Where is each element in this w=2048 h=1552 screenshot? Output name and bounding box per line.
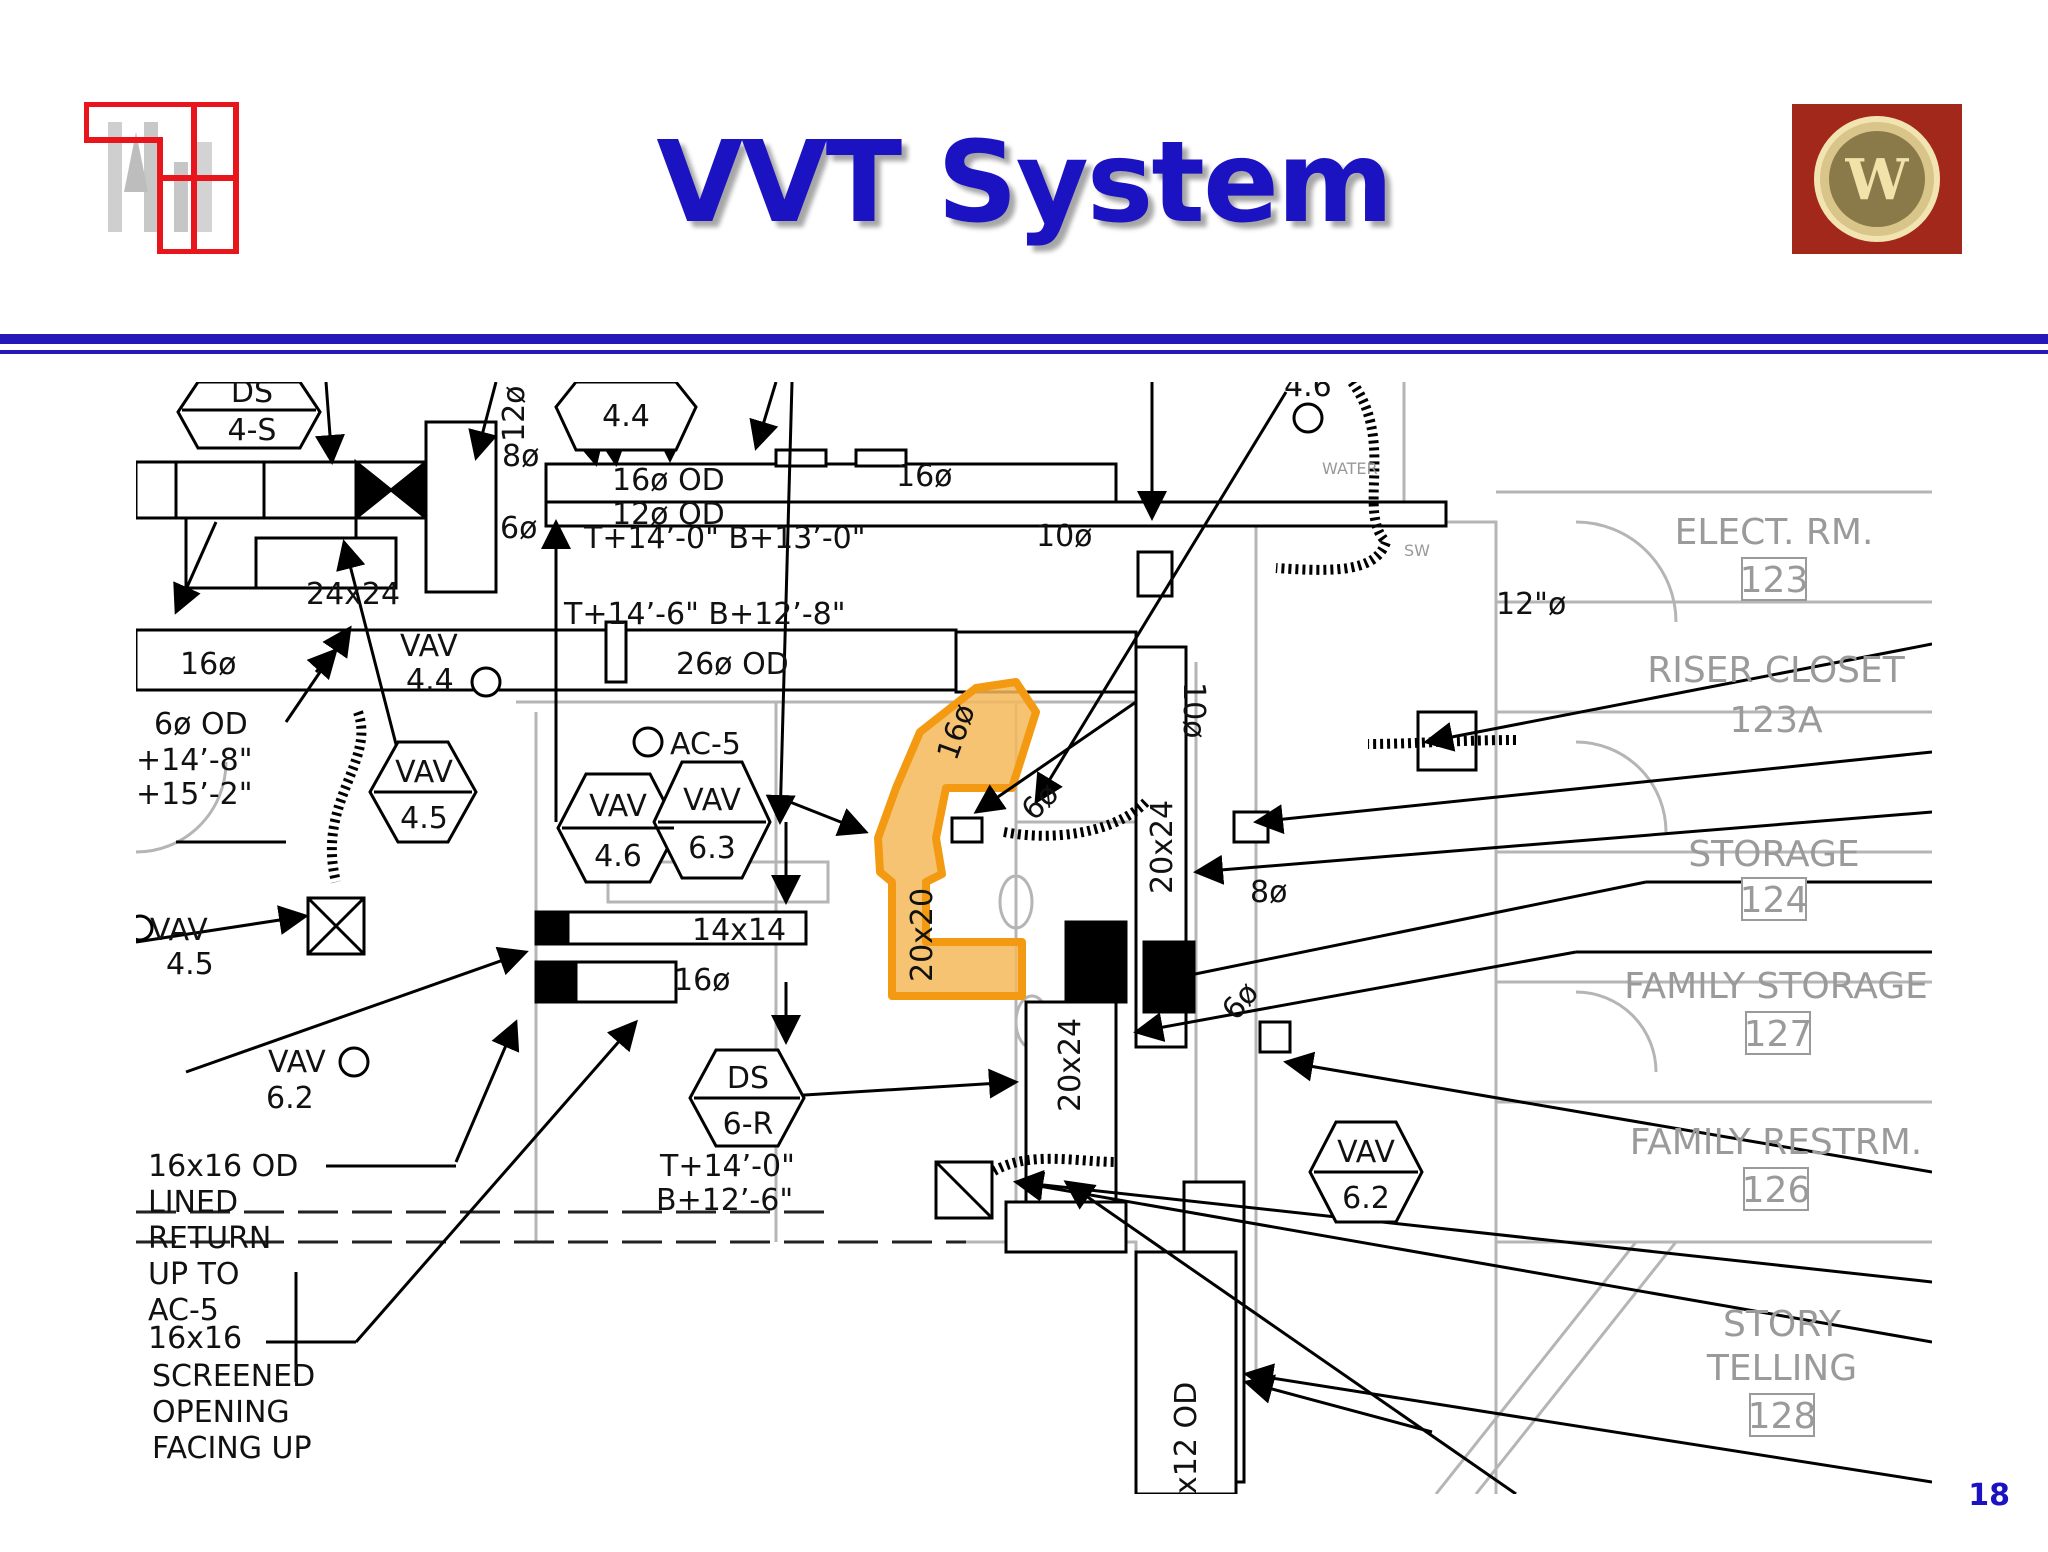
slide-title: VVT System xyxy=(656,118,1393,248)
note-return-line-5: AC-5 xyxy=(148,1293,219,1328)
label-t148: +14’-8" xyxy=(136,743,253,778)
label-14x14: 14x14 xyxy=(692,913,786,948)
tag-ds6r-bottom: 6-R xyxy=(723,1107,774,1142)
label-10v: 10ø xyxy=(1176,682,1211,739)
highlight-label-2020: 20x20 xyxy=(905,888,940,982)
note-return-line-1: 16x16 OD xyxy=(148,1149,298,1184)
architectural-walls xyxy=(136,382,1932,1494)
room-number-family-restrm: 126 xyxy=(1742,1170,1811,1211)
tag-vav46-top: VAV xyxy=(589,789,647,824)
tag-44-top: 4.4 xyxy=(602,399,650,434)
dashed-return-lines xyxy=(136,1210,966,1244)
label-sw: SW xyxy=(1404,541,1430,560)
room-name-riser: RISER CLOSET xyxy=(1647,650,1906,691)
label-vav62b: 6.2 xyxy=(266,1081,314,1116)
tag-vav62-bottom: 6.2 xyxy=(1342,1181,1390,1216)
label-vav45a: VAV xyxy=(150,913,208,948)
label-water: WATER xyxy=(1322,459,1378,478)
highlighted-duct xyxy=(874,678,1040,1000)
note-return: 16x16 OD LINED RETURN UP TO AC-5 xyxy=(148,1149,298,1328)
label-6b: 6ø xyxy=(1015,776,1066,827)
label-vav44a: VAV xyxy=(400,629,458,664)
label-6c: 6ø xyxy=(1215,976,1266,1027)
thermostat-icons xyxy=(136,402,1324,1078)
label-16a: 16ø xyxy=(896,459,953,494)
tag-vav45-bottom: 4.5 xyxy=(400,801,448,836)
label-12od-b: x12 OD xyxy=(1169,1382,1204,1494)
label-8b: 8ø xyxy=(1250,875,1287,910)
room-name-family-restrm: FAMILY RESTRM. xyxy=(1630,1122,1923,1163)
label-24x24: 24x24 xyxy=(306,577,400,612)
tag-vav63-top: VAV xyxy=(683,783,741,818)
label-26od: 26ø OD xyxy=(676,647,789,682)
label-vav44b: 4.4 xyxy=(406,663,454,698)
title-rule-thin xyxy=(0,350,2048,354)
label-16c: 16ø xyxy=(674,963,731,998)
label-16od: 16ø OD xyxy=(612,463,725,498)
label-46: 4.6 xyxy=(1284,382,1332,404)
room-name-storage: STORAGE xyxy=(1688,834,1859,875)
tag-vav45-top: VAV xyxy=(395,755,453,790)
note-screened-line-1: 16x16 xyxy=(148,1321,242,1356)
title-rule-thick xyxy=(0,334,2048,344)
tag-vav63-bottom: 6.3 xyxy=(688,831,736,866)
label-20x24b: 20x24 xyxy=(1053,1018,1088,1112)
label-10: 10ø xyxy=(1036,519,1093,554)
note-return-line-4: UP TO xyxy=(148,1257,240,1292)
room-number-story-telling: 128 xyxy=(1748,1396,1817,1437)
building-logo xyxy=(84,102,239,254)
note-screened-line-3: OPENING xyxy=(152,1395,290,1430)
label-12od: 12ø OD xyxy=(612,497,725,532)
label-6od: 6ø OD xyxy=(154,707,248,742)
room-name-family-storage: FAMILY STORAGE xyxy=(1624,966,1928,1007)
note-return-line-3: RETURN xyxy=(148,1221,271,1256)
leader-arrows xyxy=(136,382,1932,1494)
svg-text:W: W xyxy=(1845,147,1910,213)
note-screened-line-4: FACING UP xyxy=(152,1431,312,1466)
label-16b: 16ø xyxy=(180,647,237,682)
room-number-riser: 123A xyxy=(1729,700,1823,741)
label-6: 6ø xyxy=(500,511,537,546)
label-20x24: 20x24 xyxy=(1145,800,1180,894)
label-12: 12ø xyxy=(497,385,532,442)
label-tb2: T+14’-6" B+12’-8" xyxy=(563,597,846,632)
label-tb3b: B+12’-6" xyxy=(656,1183,793,1218)
note-leaders xyxy=(176,840,456,1382)
room-number-family-storage: 127 xyxy=(1744,1014,1813,1055)
tag-ds4s-bottom: 4-S xyxy=(228,413,277,448)
note-screened: 16x16 SCREENED OPENING FACING UP xyxy=(148,1321,315,1466)
label-vav45b: 4.5 xyxy=(166,947,214,982)
tag-dividers xyxy=(182,408,1418,1174)
label-tb1: T+14’-0" B+13’-0" xyxy=(583,521,866,556)
page-number: 18 xyxy=(1968,1478,2010,1513)
room-number-elect: 123 xyxy=(1740,560,1809,601)
label-12in: 12"ø xyxy=(1496,587,1566,622)
tag-vav62-top: VAV xyxy=(1337,1135,1395,1170)
label-8: 8ø xyxy=(502,439,539,474)
room-labels: ELECT. RM. 123 RISER CLOSET 123A STORAGE… xyxy=(1624,512,1928,1437)
tag-ds4s-top: DS xyxy=(231,382,273,410)
label-t152: +15’-2" xyxy=(136,777,253,812)
note-screened-line-2: SCREENED xyxy=(152,1359,315,1394)
wreath-w-logo: W xyxy=(1792,104,1962,254)
room-number-storage: 124 xyxy=(1740,880,1809,921)
label-tb3a: T+14’-0" xyxy=(659,1149,795,1184)
tag-vav46-bottom: 4.6 xyxy=(594,839,642,874)
note-return-line-2: LINED xyxy=(148,1185,238,1220)
label-ac5: AC-5 xyxy=(670,727,741,762)
label-vav62a: VAV xyxy=(268,1045,326,1080)
tag-ds6r-top: DS xyxy=(727,1061,769,1096)
hvac-floor-plan: 16ø 20x20 xyxy=(136,382,1932,1494)
room-name-elect: ELECT. RM. xyxy=(1675,512,1874,553)
